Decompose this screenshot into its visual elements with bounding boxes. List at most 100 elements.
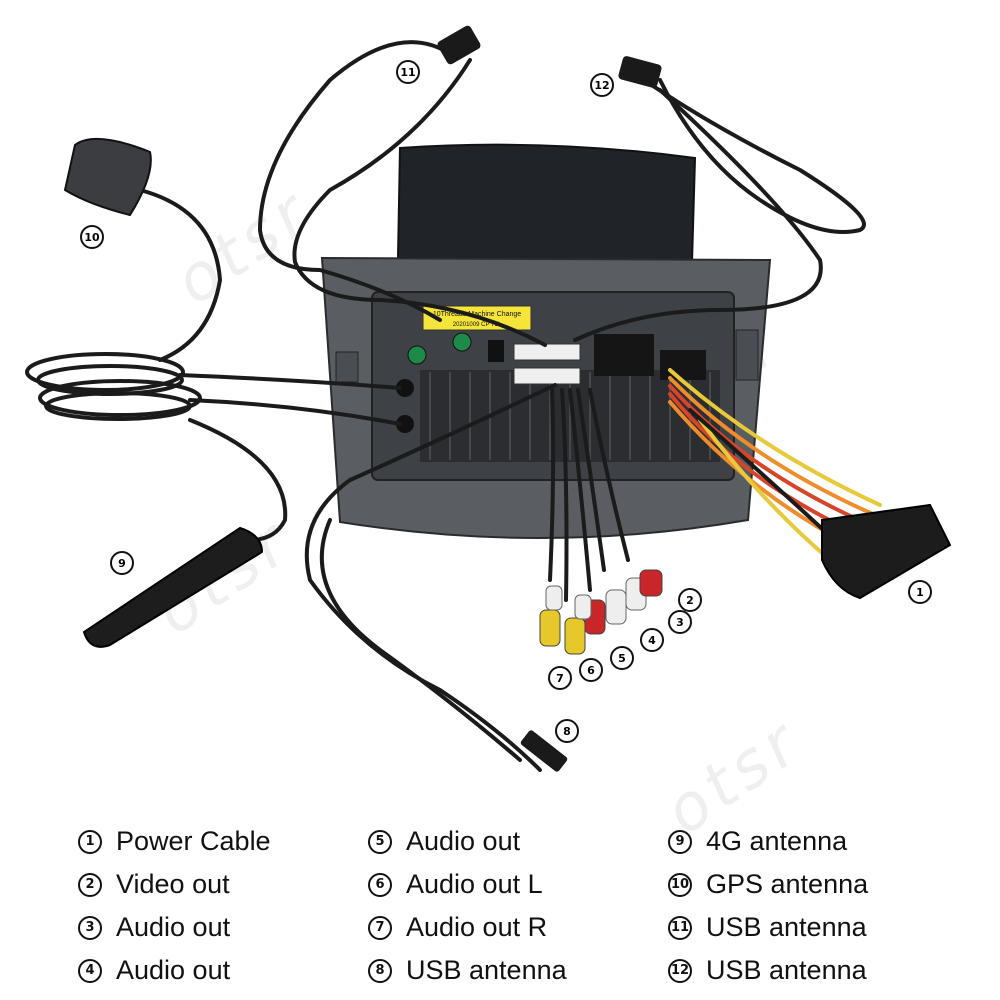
screen-panel [396, 143, 697, 264]
svg-text:8: 8 [563, 725, 571, 738]
legend-label: Audio out [406, 826, 521, 856]
svg-text:5: 5 [618, 652, 626, 665]
svg-text:6: 6 [587, 664, 595, 677]
legend-number: 7 [368, 915, 392, 940]
callout-11: 11 [396, 60, 420, 84]
rca-plug-white [545, 585, 563, 611]
usb-plug-12 [618, 56, 662, 88]
legend-item: 7 Audio out R [368, 906, 668, 949]
usb-cable-12 [628, 68, 866, 234]
gps-cable-coil [25, 352, 185, 392]
usb-plug-8 [520, 730, 568, 772]
svg-text:3: 3 [676, 616, 684, 629]
legend-item: 5 Audio out [368, 820, 668, 863]
legend-number: 11 [668, 915, 692, 940]
antenna-socket [396, 379, 414, 397]
rca-plug-white [605, 589, 627, 625]
legend-label: USB antenna [706, 912, 867, 942]
legend-number: 10 [668, 872, 692, 897]
sticker-line-1: 10Threads Machine Change [433, 311, 521, 318]
green-jack [407, 345, 427, 365]
callout-8: 8 [555, 719, 579, 743]
legend-label: Audio out [116, 912, 231, 942]
green-jack [452, 332, 472, 352]
legend-item: 9 4G antenna [668, 820, 958, 863]
legend-number: 1 [78, 829, 102, 854]
legend-label: Power Cable [116, 826, 271, 856]
4g-antenna [82, 526, 264, 648]
callout-6: 6 [579, 658, 603, 682]
4g-cable-coil [38, 379, 202, 417]
legend-item: 11 USB antenna [668, 906, 958, 949]
callout-markers: 1 2 3 4 5 6 7 8 9 10 11 12 [80, 60, 932, 743]
black-connector [594, 334, 654, 376]
legend-label: Audio out [116, 955, 231, 985]
legend-item: 4 Audio out [78, 949, 368, 992]
gps-antenna [63, 137, 152, 217]
legend-item: 12 USB antenna [668, 949, 958, 992]
legend-number: 3 [78, 915, 102, 940]
callout-10: 10 [80, 225, 104, 249]
callout-7: 7 [548, 666, 572, 690]
usb-cable-11b [292, 58, 547, 347]
4g-cable-coil [44, 391, 192, 421]
svg-text:4: 4 [648, 634, 656, 647]
callout-5: 5 [610, 646, 634, 670]
callout-4: 4 [640, 628, 664, 652]
usb-plug-11 [437, 25, 481, 65]
small-port [488, 340, 504, 362]
usb-cable-8 [304, 383, 557, 772]
svg-text:2: 2 [686, 594, 694, 607]
legend-item: 6 Audio out L [368, 863, 668, 906]
rca-plug-yellow [564, 617, 586, 655]
white-connector [513, 343, 581, 361]
legend-label: Video out [116, 869, 230, 899]
legend-number: 8 [368, 958, 392, 983]
legend-number: 2 [78, 872, 102, 897]
legend-number: 5 [368, 829, 392, 854]
sticker-line-2: 20201009 CP T3L [453, 322, 502, 328]
callout-2: 2 [678, 588, 702, 612]
legend-number: 9 [668, 829, 692, 854]
callout-3: 3 [668, 610, 692, 634]
svg-text:9: 9 [118, 557, 126, 570]
side-bracket [735, 329, 759, 381]
legend-item: 2 Video out [78, 863, 368, 906]
usb-cable-12b [573, 88, 823, 342]
antenna-socket [396, 415, 414, 433]
power-connector [821, 503, 952, 600]
legend-item: 1 Power Cable [78, 820, 368, 863]
legend-number: 6 [368, 872, 392, 897]
callout-9: 9 [110, 551, 134, 575]
callout-12: 12 [590, 73, 614, 97]
svg-text:12: 12 [594, 79, 609, 92]
usb-cable-8b [319, 518, 522, 762]
svg-text:1: 1 [916, 586, 924, 599]
rca-plug-white [574, 594, 592, 620]
svg-text:10: 10 [84, 231, 100, 244]
legend-item: 10 GPS antenna [668, 863, 958, 906]
svg-text:11: 11 [400, 66, 415, 79]
svg-text:7: 7 [556, 672, 564, 685]
legend-label: GPS antenna [706, 869, 869, 899]
usb-cable-11 [257, 40, 454, 322]
legend-label: 4G antenna [706, 826, 848, 856]
legend-label: USB antenna [706, 955, 867, 985]
side-bracket [335, 351, 359, 383]
legend-item: 3 Audio out [78, 906, 368, 949]
legend-label: Audio out L [406, 869, 543, 899]
legend-label: Audio out R [406, 912, 548, 942]
black-connector [660, 350, 706, 380]
gps-cable [138, 188, 223, 362]
legend-label: USB antenna [406, 955, 567, 985]
legend-number: 12 [668, 958, 692, 983]
rca-plug-yellow [539, 609, 561, 647]
legend-item: 8 USB antenna [368, 949, 668, 992]
callout-1: 1 [908, 580, 932, 604]
rca-plug-red [639, 569, 663, 597]
legend-number: 4 [78, 958, 102, 983]
white-connector [513, 367, 581, 385]
